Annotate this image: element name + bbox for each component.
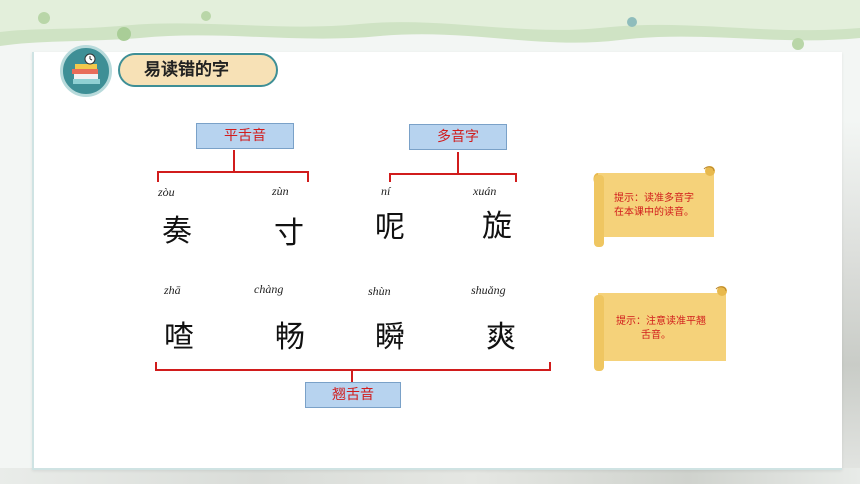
pinyin-shuang: shuǎng	[471, 283, 506, 297]
hint-1-line-2: 在本课中的读音。	[614, 207, 694, 218]
label-retroflex: 翘舌音	[305, 382, 401, 408]
bracket-polyphone	[389, 152, 517, 182]
bracket-retroflex	[155, 362, 551, 382]
char-xuan: 旋	[482, 209, 512, 244]
bracket-flat-tongue	[157, 150, 309, 182]
label-flat-tongue: 平舌音	[196, 123, 294, 149]
label-polyphone: 多音字	[409, 124, 507, 150]
pinyin-ni: ní	[381, 184, 391, 198]
hint-2-line-2: 舌音。	[641, 330, 671, 341]
char-chang: 畅	[275, 320, 305, 355]
hint-scroll-2	[594, 286, 727, 371]
char-zou: 奏	[162, 214, 192, 249]
char-cun: 寸	[274, 216, 304, 251]
hint-2-line-1: 提示：注意读准平翘	[616, 316, 706, 327]
pinyin-zou: zòu	[158, 185, 175, 199]
content-card	[32, 52, 842, 470]
char-ne: 呢	[375, 210, 405, 245]
pinyin-xuan: xuán	[473, 184, 497, 198]
pinyin-zun: zùn	[272, 184, 289, 198]
char-shuang: 爽	[486, 320, 516, 355]
pinyin-shun: shùn	[368, 284, 391, 298]
char-zha: 喳	[164, 320, 194, 355]
pinyin-chang: chàng	[254, 282, 284, 296]
hint-1-line-1: 提示：读准多音字	[614, 193, 694, 204]
char-shun: 瞬	[375, 320, 405, 355]
pinyin-zha: zhā	[164, 283, 181, 297]
bottom-ink-strip	[0, 468, 860, 484]
hint-scroll-1	[593, 166, 715, 247]
section-title: 易读错的字	[118, 53, 278, 87]
books-clock-icon	[60, 45, 112, 97]
ink-wash-decoration	[840, 120, 860, 470]
top-decorative-banner	[0, 0, 860, 70]
